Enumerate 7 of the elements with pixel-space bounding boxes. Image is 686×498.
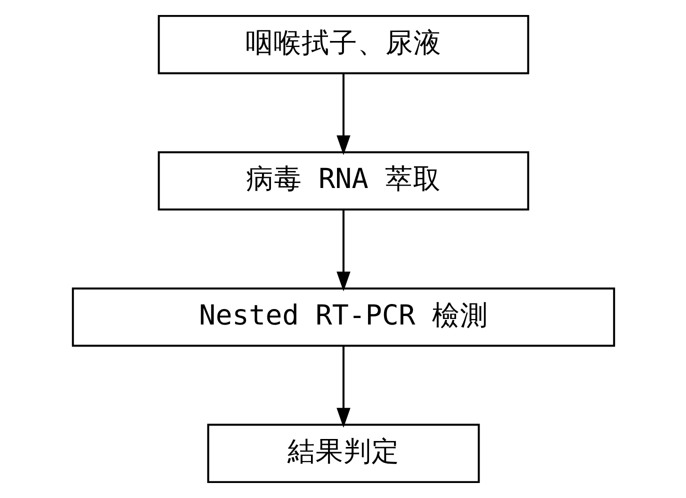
arrow bbox=[336, 346, 350, 428]
node-box: Nested RT-PCR 檢測 bbox=[71, 288, 615, 347]
node-box: 病毒 RNA 萃取 bbox=[157, 151, 529, 210]
node-box: 咽喉拭子、尿液 bbox=[157, 14, 529, 74]
arrow bbox=[336, 210, 350, 292]
node-box: 結果判定 bbox=[206, 424, 480, 484]
arrow bbox=[336, 73, 350, 156]
